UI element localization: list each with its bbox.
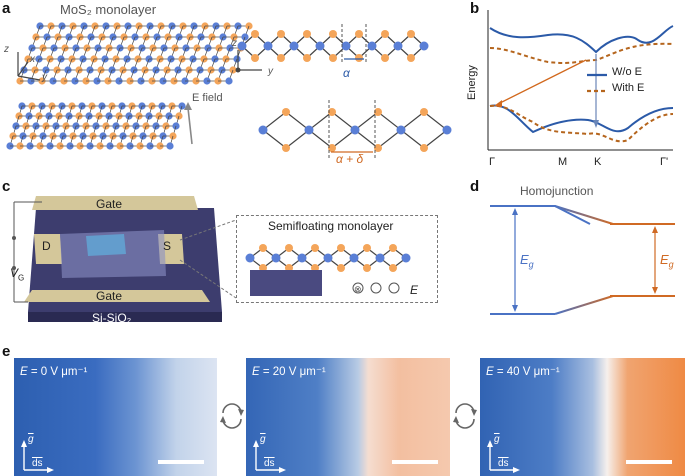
- homojunction-diagram: [490, 205, 675, 315]
- tile-1-axes: [253, 440, 286, 473]
- panel-c-letter: c: [2, 178, 11, 195]
- tile-0-label: E = 0 V μm⁻¹: [20, 366, 88, 378]
- legend-without-swatch: [587, 73, 607, 77]
- axes-icon: [17, 52, 41, 81]
- inset-field-symbol: E: [410, 283, 419, 297]
- diffraction-tile-1: E = 20 V μm⁻¹ g ds: [246, 358, 450, 476]
- tile-0-g-label: g: [28, 434, 34, 445]
- cycle-arrows-icon-1: [220, 403, 244, 429]
- panel-d-letter: d: [470, 178, 480, 195]
- tile-0-axes: [21, 440, 54, 473]
- panel-d-title: Homojunction: [520, 184, 594, 198]
- side-axis-y: y: [268, 66, 273, 77]
- drain-label: D: [42, 239, 51, 253]
- efield-arrow: [184, 102, 193, 145]
- inset-zoom-lines: [179, 219, 237, 299]
- vg-label: VG: [10, 266, 25, 283]
- tile-0-scalebar: [158, 460, 204, 464]
- legend-without-label: W/o E: [612, 66, 642, 78]
- band-structure-plot: [487, 10, 674, 151]
- inset-box: [236, 215, 438, 303]
- panel-a-letter: a: [2, 0, 11, 17]
- tile-0-ds-label: ds: [32, 458, 43, 469]
- tick-m: M: [558, 156, 568, 168]
- tile-1-label: E = 20 V μm⁻¹: [252, 366, 326, 378]
- panel-b-ylabel: Energy: [466, 65, 478, 100]
- tile-1-g-label: g: [260, 434, 266, 445]
- alpha-delta-label: α + δ: [336, 152, 364, 166]
- axis-y-label: y: [42, 72, 47, 83]
- tick-k: K: [594, 156, 602, 168]
- panel-a-structure-top: [16, 22, 253, 85]
- alpha-label: α: [343, 66, 350, 80]
- efield-label: E field: [192, 92, 223, 104]
- side-axes-icon: [235, 50, 262, 73]
- panel-a-title: MoS₂ monolayer: [60, 2, 157, 17]
- diffraction-tile-2: E = 40 V μm⁻¹ g ds: [480, 358, 685, 476]
- tile-1-scalebar: [392, 460, 438, 464]
- tile-2-scalebar: [626, 460, 672, 464]
- axis-z-label: z: [4, 44, 9, 55]
- tile-2-axes: [487, 440, 520, 473]
- inset-title: Semifloating monolayer: [268, 219, 394, 233]
- svg-text:⊗: ⊗: [354, 284, 362, 294]
- eg-left-label: Eg: [520, 252, 534, 270]
- tile-2-ds-label: ds: [498, 458, 509, 469]
- panel-a-sideview-bottom: [258, 100, 452, 158]
- device-illustration: [12, 196, 222, 322]
- eg-right-label: Eg: [660, 252, 674, 270]
- tile-2-label: E = 40 V μm⁻¹: [486, 366, 560, 378]
- panel-a-sideview-top: [237, 24, 429, 64]
- axis-x-label: x: [30, 54, 35, 65]
- tick-gamma-prime: Γ': [660, 156, 669, 168]
- cycle-arrows-icon-2: [453, 403, 477, 429]
- gate-top-label: Gate: [96, 197, 123, 211]
- panel-b-letter: b: [470, 0, 480, 17]
- tick-gamma: Γ: [489, 156, 496, 168]
- tile-1-ds-label: ds: [264, 458, 275, 469]
- substrate-label: Si-SiO₂: [92, 311, 132, 325]
- diffraction-tile-0: E = 0 V μm⁻¹ g ds: [14, 358, 217, 476]
- legend-with-swatch: [587, 89, 607, 93]
- panel-a-structure-bottom: [6, 102, 186, 150]
- inset-lattice: ⊗: [245, 244, 411, 296]
- panel-e-letter: e: [2, 343, 11, 360]
- legend-with-label: With E: [612, 82, 645, 94]
- tile-2-g-label: g: [494, 434, 500, 445]
- side-axis-z: z: [232, 38, 237, 49]
- gate-bottom-label: Gate: [96, 289, 123, 303]
- source-label: S: [163, 239, 172, 253]
